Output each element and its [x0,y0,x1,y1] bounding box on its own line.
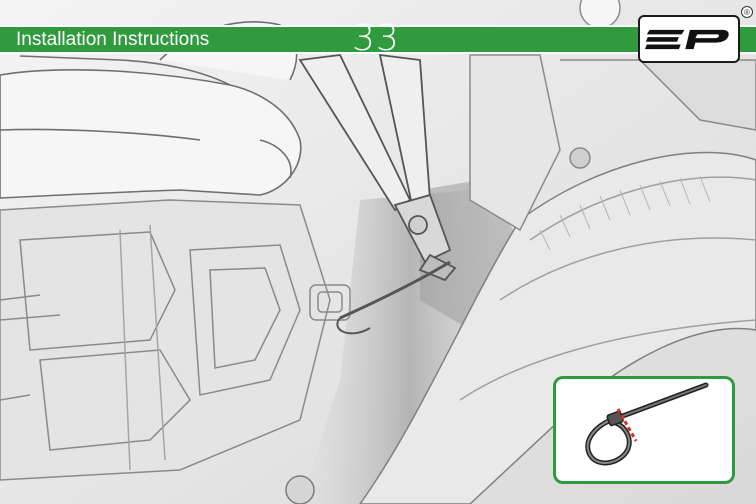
registered-mark: ® [741,6,753,18]
cable-tie-cut-icon [556,379,732,481]
brand-logo [638,15,740,63]
page-number: 33 [352,19,400,59]
document-title: Installation Instructions [16,28,209,52]
cable-tie-inset [553,376,735,484]
ep-logo-icon [640,17,738,61]
